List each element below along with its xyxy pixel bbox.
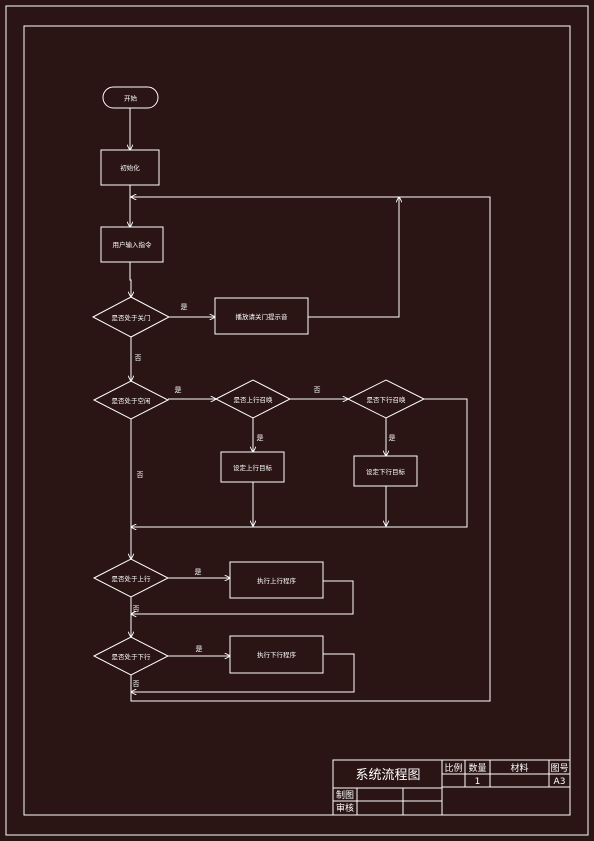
process-down-box: 执行下行程序 — [229, 635, 324, 674]
decision-going-up-label: 是否处于上行 — [112, 574, 152, 583]
material-label: 材料 — [510, 762, 528, 774]
arrow-main-loop — [131, 197, 491, 702]
set-up-target-label: 设定上行目标 — [233, 463, 273, 472]
decision-stop: 是否处于空闲 — [92, 380, 170, 420]
inner-border — [23, 25, 571, 816]
decision-door-label: 是否处于关门 — [112, 313, 151, 322]
sheet-size-value: A3 — [554, 777, 566, 787]
decision-door: 是否处于关门 — [91, 296, 171, 338]
outer-border — [5, 5, 589, 836]
decision-up-call: 是否上行召唤 — [214, 379, 292, 419]
no-label-upcall: 否 — [314, 386, 321, 394]
checked-label: 审核 — [336, 802, 354, 814]
process-down-label: 执行下行程序 — [257, 650, 297, 659]
arrow-processdown-return — [131, 653, 355, 692]
yes-label-door: 是 — [181, 303, 188, 311]
arrow-input-door — [130, 262, 131, 297]
no-label-goingdown: 否 — [133, 680, 140, 688]
connectors — [130, 108, 491, 702]
yes-label-goingdown: 是 — [196, 645, 203, 653]
decision-going-up: 是否处于上行 — [92, 558, 170, 598]
set-down-target-box: 设定下行目标 — [353, 455, 418, 487]
decision-down-call-label: 是否下行召唤 — [367, 395, 407, 404]
process-up-box: 执行上行程序 — [229, 561, 324, 599]
arrow-processup-return — [131, 580, 354, 614]
set-up-target-box: 设定上行目标 — [220, 451, 285, 483]
user-input-label: 用户输入指令 — [113, 240, 153, 249]
quantity-label: 数量 — [468, 762, 486, 774]
process-door-box: 播放请关门提示音 — [214, 297, 309, 335]
scale-label: 比例 — [444, 762, 462, 774]
process-door-label: 播放请关门提示音 — [236, 312, 289, 321]
yes-label-upcall: 是 — [257, 434, 264, 442]
start-node: 开始 — [102, 86, 159, 109]
decision-down-call: 是否下行召唤 — [346, 379, 426, 419]
decision-going-down-label: 是否处于下行 — [112, 652, 152, 661]
decision-up-call-label: 是否上行召唤 — [234, 395, 274, 404]
arrow-downcall-no-merge — [131, 398, 468, 527]
arrow-door-process-return — [308, 197, 399, 318]
decision-stop-label: 是否处于空闲 — [112, 396, 151, 405]
quantity-value: 1 — [475, 777, 481, 787]
drawn-label: 制图 — [336, 789, 354, 801]
yes-label-downcall: 是 — [389, 434, 396, 442]
drawing-no-label: 图号 — [550, 763, 568, 774]
no-label-door: 否 — [135, 354, 142, 362]
process-up-label: 执行上行程序 — [257, 576, 297, 585]
no-label-goingup: 否 — [133, 605, 140, 613]
yes-label-stop: 是 — [175, 386, 182, 394]
init-label: 初始化 — [120, 163, 140, 172]
start-label: 开始 — [124, 94, 138, 103]
branch-labels: 是 否 是 否 是 是 否 是 否 是 否 — [133, 303, 396, 688]
user-input-box: 用户输入指令 — [100, 226, 164, 263]
init-box: 初始化 — [100, 149, 160, 186]
yes-label-goingup: 是 — [195, 568, 202, 576]
set-down-target-label: 设定下行目标 — [366, 467, 406, 476]
title-block-title: 系统流程图 — [355, 768, 420, 783]
decision-going-down: 是否处于下行 — [92, 636, 170, 676]
title-block: 系统流程图 比例 数量 材料 图号 1 A3 制图 审核 — [332, 759, 571, 816]
no-label-stop: 否 — [137, 471, 144, 479]
